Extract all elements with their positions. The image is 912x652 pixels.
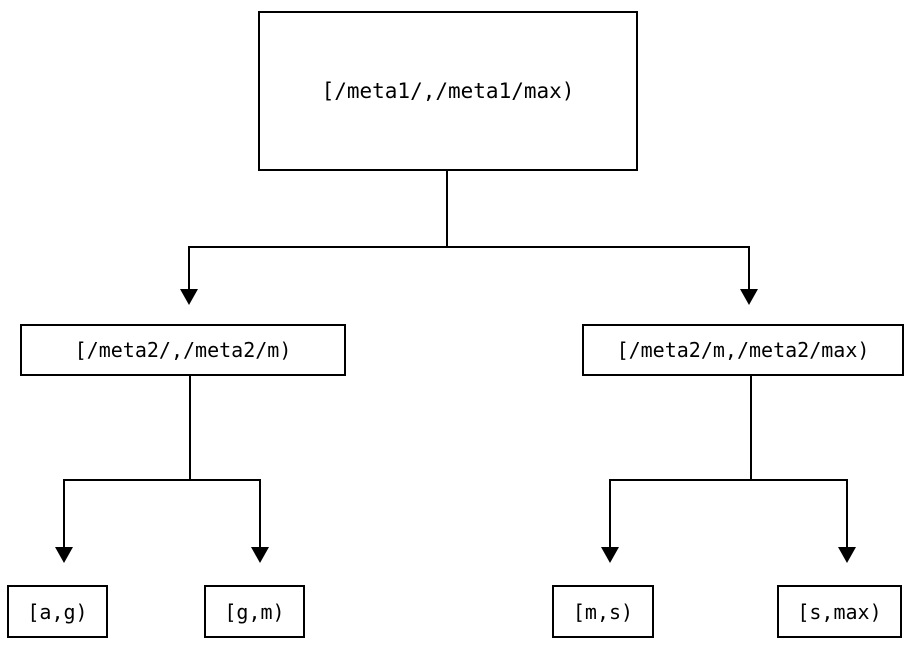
arrowhead-left-child-to-left-left-leaf	[55, 547, 73, 563]
edge-left-child-bus	[63, 479, 261, 481]
tree-node-left-left-leaf-label: [a,g)	[27, 599, 88, 624]
tree-node-right-right-leaf-label: [s,max)	[797, 599, 882, 624]
tree-node-right-right-leaf[interactable]: [s,max)	[777, 585, 902, 638]
edge-left-child-stem	[189, 376, 191, 481]
tree-node-left-child-label: [/meta2/,/meta2/m)	[74, 338, 292, 362]
edge-root-bus	[188, 246, 750, 248]
tree-node-right-child-label: [/meta2/m,/meta2/max)	[616, 338, 870, 362]
edge-right-child-to-rr-drop	[846, 479, 848, 548]
arrowhead-right-child-to-right-left-leaf	[601, 547, 619, 563]
arrowhead-root-to-right-child	[740, 289, 758, 305]
edge-left-child-to-ll-drop	[63, 479, 65, 548]
tree-node-right-left-leaf-label: [m,s)	[572, 599, 634, 624]
tree-node-left-right-leaf-label: [g,m)	[224, 599, 285, 624]
edge-right-child-bus	[609, 479, 848, 481]
edge-root-to-right-child-drop	[748, 246, 750, 290]
edge-left-child-to-lr-drop	[259, 479, 261, 548]
arrowhead-right-child-to-right-right-leaf	[838, 547, 856, 563]
tree-node-left-right-leaf[interactable]: [g,m)	[204, 585, 305, 638]
tree-node-right-child[interactable]: [/meta2/m,/meta2/max)	[582, 324, 904, 376]
arrowhead-left-child-to-left-right-leaf	[251, 547, 269, 563]
edge-root-stem	[446, 170, 448, 248]
edge-root-to-left-child-drop	[188, 246, 190, 290]
tree-node-root-label: [/meta1/,/meta1/max)	[321, 78, 575, 103]
tree-node-right-left-leaf[interactable]: [m,s)	[552, 585, 654, 638]
edge-right-child-stem	[750, 376, 752, 481]
tree-node-left-left-leaf[interactable]: [a,g)	[7, 585, 108, 638]
tree-node-root[interactable]: [/meta1/,/meta1/max)	[258, 11, 638, 171]
tree-node-left-child[interactable]: [/meta2/,/meta2/m)	[20, 324, 346, 376]
edge-right-child-to-rl-drop	[609, 479, 611, 548]
arrowhead-root-to-left-child	[180, 289, 198, 305]
